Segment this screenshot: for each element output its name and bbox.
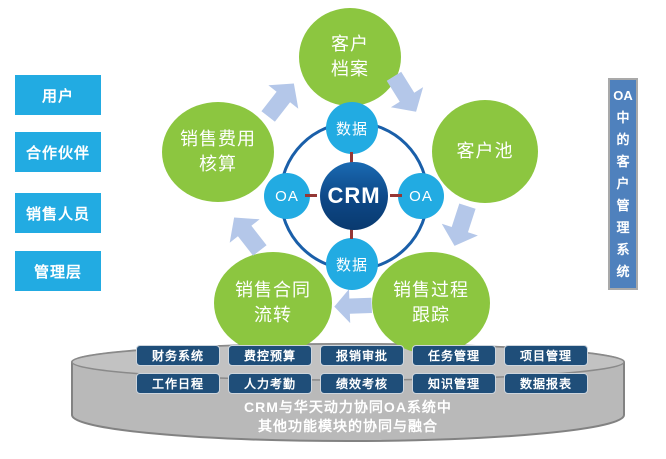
node-data-top: 数据 bbox=[326, 102, 378, 154]
module-label-line: 客户 bbox=[331, 34, 369, 54]
platform-caption: CRM与华天动力协同OA系统中 其他功能模块的协同与融合 bbox=[173, 398, 523, 436]
connector-dash-left bbox=[305, 194, 317, 197]
module-sales-process: 销售过程 跟踪 bbox=[372, 252, 490, 354]
module-customer-pool: 客户池 bbox=[432, 100, 538, 203]
banner-char: OA bbox=[613, 88, 633, 103]
platform-box-schedule: 工作日程 bbox=[136, 373, 220, 394]
audience-box-users: 用户 bbox=[15, 75, 101, 115]
module-sales-expense: 销售费用 核算 bbox=[162, 102, 274, 202]
flow-arrow-left-icon bbox=[333, 288, 372, 324]
node-oa-left: OA bbox=[264, 173, 310, 219]
platform-box-projects: 项目管理 bbox=[504, 345, 588, 366]
module-label-line: 档案 bbox=[331, 59, 369, 79]
banner-char: 管 bbox=[616, 198, 630, 213]
banner-char: 的 bbox=[616, 132, 630, 147]
connector-dash-right bbox=[390, 194, 402, 197]
platform-box-expense: 报销审批 bbox=[320, 345, 404, 366]
platform-caption-line1: CRM与华天动力协同OA系统中 bbox=[244, 399, 452, 415]
connector-dash-top bbox=[350, 152, 353, 164]
banner-char: 统 bbox=[616, 264, 630, 279]
node-oa-right: OA bbox=[398, 173, 444, 219]
flow-arrow-down-left-icon bbox=[436, 200, 485, 252]
module-label-line: 销售过程 bbox=[393, 280, 469, 300]
banner-char: 中 bbox=[616, 110, 630, 125]
hub-crm: CRM bbox=[320, 162, 388, 230]
node-data-bottom: 数据 bbox=[326, 238, 378, 290]
flow-arrow-up-left-icon bbox=[219, 206, 275, 262]
banner-char: 系 bbox=[616, 242, 630, 257]
flow-arrow-down-right-icon bbox=[378, 66, 432, 122]
oa-customer-mgmt-banner: OA 中 的 客 户 管 理 系 统 bbox=[608, 78, 638, 290]
module-label-line: 销售合同 bbox=[235, 280, 311, 300]
module-customer-archive: 客户 档案 bbox=[299, 8, 401, 106]
audience-box-partners: 合作伙伴 bbox=[15, 132, 101, 172]
module-label-line: 核算 bbox=[199, 154, 237, 174]
platform-caption-line2: 其他功能模块的协同与融合 bbox=[258, 418, 438, 434]
module-label-line: 客户池 bbox=[456, 141, 514, 161]
audience-box-managers: 管理层 bbox=[15, 251, 101, 291]
platform-box-attendance: 人力考勤 bbox=[228, 373, 312, 394]
flow-arrow-up-right-icon bbox=[253, 72, 309, 128]
audience-box-sales: 销售人员 bbox=[15, 193, 101, 233]
platform-box-performance: 绩效考核 bbox=[320, 373, 404, 394]
platform-box-budget: 费控预算 bbox=[228, 345, 312, 366]
platform-box-reports: 数据报表 bbox=[504, 373, 588, 394]
module-label-line: 销售费用 bbox=[180, 129, 256, 149]
platform-box-knowledge: 知识管理 bbox=[412, 373, 496, 394]
connector-dash-bottom bbox=[350, 228, 353, 239]
platform-box-finance: 财务系统 bbox=[136, 345, 220, 366]
banner-char: 客 bbox=[616, 154, 630, 169]
module-label-line: 跟踪 bbox=[412, 305, 450, 325]
module-sales-contract: 销售合同 流转 bbox=[214, 252, 332, 354]
banner-char: 户 bbox=[616, 176, 630, 191]
banner-char: 理 bbox=[616, 220, 630, 235]
module-label-line: 流转 bbox=[254, 305, 292, 325]
platform-box-tasks: 任务管理 bbox=[412, 345, 496, 366]
